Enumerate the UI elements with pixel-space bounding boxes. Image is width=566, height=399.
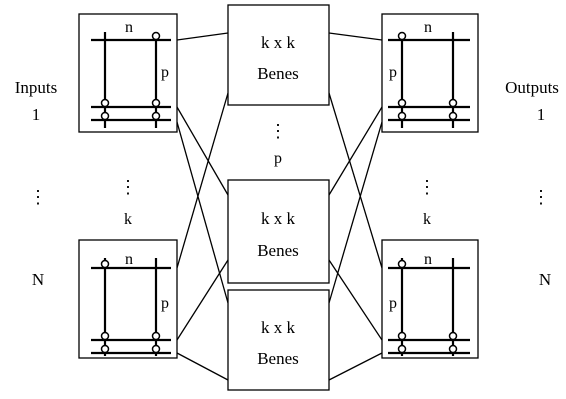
- crosspoint-circles: [100, 259, 161, 354]
- wire: [328, 32, 383, 41]
- wire: [328, 259, 383, 341]
- inputs-ellipsis: ⋮: [29, 187, 47, 207]
- wire: [328, 106, 383, 196]
- switch-frame: [78, 13, 178, 133]
- outputs-last-label: N: [539, 270, 551, 289]
- benes-name-label: Benes: [257, 349, 299, 368]
- output-switch-top: n p: [381, 13, 479, 133]
- switch-n-label: n: [125, 19, 133, 36]
- switch-n-label: n: [125, 251, 133, 268]
- benes-block-2: k x k Benes: [227, 179, 330, 284]
- benes-name-label: Benes: [257, 64, 299, 83]
- benes-frame: [227, 4, 330, 106]
- outputs-ellipsis: ⋮: [532, 187, 550, 207]
- switch-frame: [78, 239, 178, 359]
- inputs-last-label: N: [32, 270, 44, 289]
- benes-block-3: k x k Benes: [227, 289, 330, 391]
- benes-name-label: Benes: [257, 241, 299, 260]
- inputs-title: Inputs: [15, 78, 58, 97]
- wire: [176, 352, 229, 381]
- switch-p-label: p: [389, 64, 397, 81]
- switch-frame: [381, 13, 479, 133]
- inputs-first-label: 1: [32, 105, 41, 124]
- wire: [176, 106, 229, 196]
- benes-size-label: k x k: [261, 318, 296, 337]
- left-switch-ellipsis: ⋮: [119, 177, 137, 197]
- benes-ellipsis: ⋮: [269, 121, 287, 141]
- benes-count-label: p: [274, 150, 282, 167]
- input-switch-bottom: n p: [78, 239, 178, 359]
- wire: [176, 259, 229, 341]
- wire: [328, 92, 383, 269]
- benes-frame: [227, 179, 330, 284]
- input-switch-top: n p: [78, 13, 178, 133]
- wire: [328, 352, 383, 381]
- wire: [176, 32, 229, 41]
- crosspoint-circles: [397, 259, 458, 354]
- switch-p-label: p: [161, 295, 169, 312]
- switch-n-label: n: [424, 19, 432, 36]
- crosspoint-circles: [397, 31, 458, 121]
- right-switch-ellipsis: ⋮: [418, 177, 436, 197]
- switch-frame: [381, 239, 479, 359]
- benes-size-label: k x k: [261, 33, 296, 52]
- benes-block-1: k x k Benes: [227, 4, 330, 106]
- switch-p-label: p: [161, 64, 169, 81]
- wire: [176, 121, 229, 304]
- output-switch-bottom: n p: [381, 239, 479, 359]
- left-k-label: k: [124, 211, 132, 228]
- wire: [176, 92, 229, 269]
- crosspoint-circles: [100, 31, 161, 121]
- outputs-first-label: 1: [537, 105, 546, 124]
- benes-size-label: k x k: [261, 209, 296, 228]
- right-k-label: k: [423, 211, 431, 228]
- switch-n-label: n: [424, 251, 432, 268]
- connection-wires: [176, 32, 383, 381]
- switch-p-label: p: [389, 295, 397, 312]
- outputs-title: Outputs: [505, 78, 559, 97]
- wire: [328, 121, 383, 304]
- benes-frame: [227, 289, 330, 391]
